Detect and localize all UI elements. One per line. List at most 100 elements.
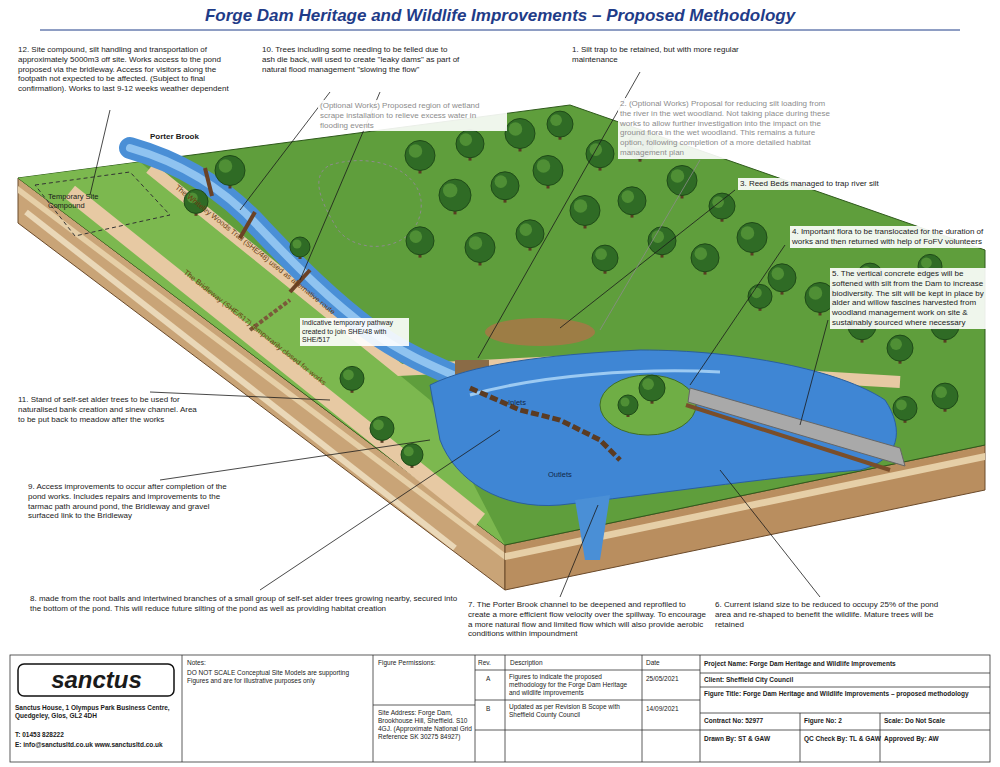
callout-text: 2. (Optional Works) Proposal for reducin… [618,98,837,159]
table-cell: Contract No: 52977 [704,717,763,725]
tree-highlight [642,378,654,390]
grid-line [475,670,700,671]
tree-highlight [520,223,533,236]
tree-highlight [772,267,785,280]
area-label: Temporary Site Compound [48,192,118,210]
grid-line [182,655,183,762]
leader-line [260,430,500,590]
table-cell: Date [646,659,660,667]
title-block-text: Notes: [187,659,206,667]
leader-line [240,92,330,210]
tree-highlight [469,236,483,250]
tree-canopy [570,196,600,226]
company-logo: sanctus [24,665,169,694]
title-block-text: Figure Permissions: [378,659,435,667]
tree-highlight [404,446,414,456]
leader-line [560,505,598,597]
root-ball-line [470,388,620,460]
callout-text: 5. The vertical concrete edges will be s… [830,268,994,329]
tree-highlight [621,398,630,407]
table-cell: Rev. [478,659,491,667]
tree-canopy [456,130,484,158]
tree-canopy [691,244,719,272]
leader-line [90,110,110,195]
tree-canopy [505,119,535,149]
table-cell: Scale: Do Not Scale [884,717,945,725]
watercourse-label: Porter Brook [150,132,199,142]
spillway [575,495,610,560]
verge-strip [26,212,455,548]
tree-canopy [768,264,796,292]
table-cell: Client: Sheffield City Council [704,676,986,684]
title-block-text: DO NOT SCALE Conceptual Site Models are … [187,669,369,685]
tree-highlight [921,257,932,268]
river-highlight [130,148,460,378]
tree-canopy [439,179,471,211]
table-cell: Approved By: AW [884,735,939,743]
tree-canopy [547,111,573,137]
leader-line [720,470,820,597]
tree-highlight [443,183,457,197]
tree-highlight [935,386,947,398]
tree-highlight [460,133,473,146]
title-block-text: E: info@sanctusltd.co.uk www.sanctusltd.… [15,741,180,749]
tree-highlight [574,199,588,213]
tree-canopy [370,416,394,440]
table-cell: Figure No: 2 [804,717,842,725]
table-cell: Figure Title: Forge Dam Heritage and Wil… [704,690,986,698]
title-block-grid [10,655,990,762]
table-cell: Figures to indicate the proposed methodo… [509,673,639,697]
tree-canopy [887,335,913,361]
tree-canopy [340,366,364,390]
tree-canopy [516,220,544,248]
leaky-dam [205,168,212,196]
tree-highlight [890,338,902,350]
tree-highlight [373,419,384,430]
table-cell: 14/09/2021 [646,705,679,713]
grid-line [700,673,990,674]
table-cell: Drawn By: ST & GAW [704,735,770,743]
reed-bed [485,318,595,346]
title-block-text: T: 01453 828222 [15,731,64,739]
tree-canopy [405,141,435,171]
tree-canopy [592,245,618,271]
callout-text: 10. Trees including some needing to be f… [262,45,462,74]
callout-text: 12. Site compound, silt handling and tra… [18,45,238,94]
tree-highlight [809,286,823,300]
tree-canopy [709,193,735,219]
tree-highlight [622,190,635,203]
island [600,375,696,435]
tree-canopy [932,383,958,409]
tree-highlight [550,114,562,126]
tree-canopy [893,396,917,420]
callout-text: 8. made from the root balls and intertwi… [30,594,460,614]
structure-label: Outlets [548,470,572,479]
grid-line [373,705,475,706]
leader-line [800,320,828,425]
grid-line [700,713,990,714]
grid-line [700,730,990,731]
tree-highlight [410,230,423,243]
tree-highlight [741,226,755,240]
path-label: Indicative temporary pathway created to … [300,318,409,346]
tree-canopy [465,233,495,263]
title-block-text: Site Address: Forge Dam, Brookhouse Hill… [378,709,472,741]
grid-line [475,730,700,731]
table-cell: Description [510,659,543,667]
tree-highlight [343,369,354,380]
table-cell: A [486,675,490,683]
tree-highlight [537,159,551,173]
callout-text: 4. Important flora to be translocated fo… [790,226,986,248]
structure-label: Inlets [508,398,526,407]
table-cell: Project Name: Forge Dam Heritage and Wil… [704,660,986,668]
tree-highlight [671,169,685,183]
tree-canopy [401,444,423,466]
grid-line [475,655,476,762]
tree-highlight [219,159,233,173]
grid-line [700,687,990,688]
callout-text: 3. Reed Beds managed to trap river silt [738,178,917,190]
grid-line [373,655,374,762]
tree-canopy [290,237,310,257]
tree-highlight [495,175,508,188]
